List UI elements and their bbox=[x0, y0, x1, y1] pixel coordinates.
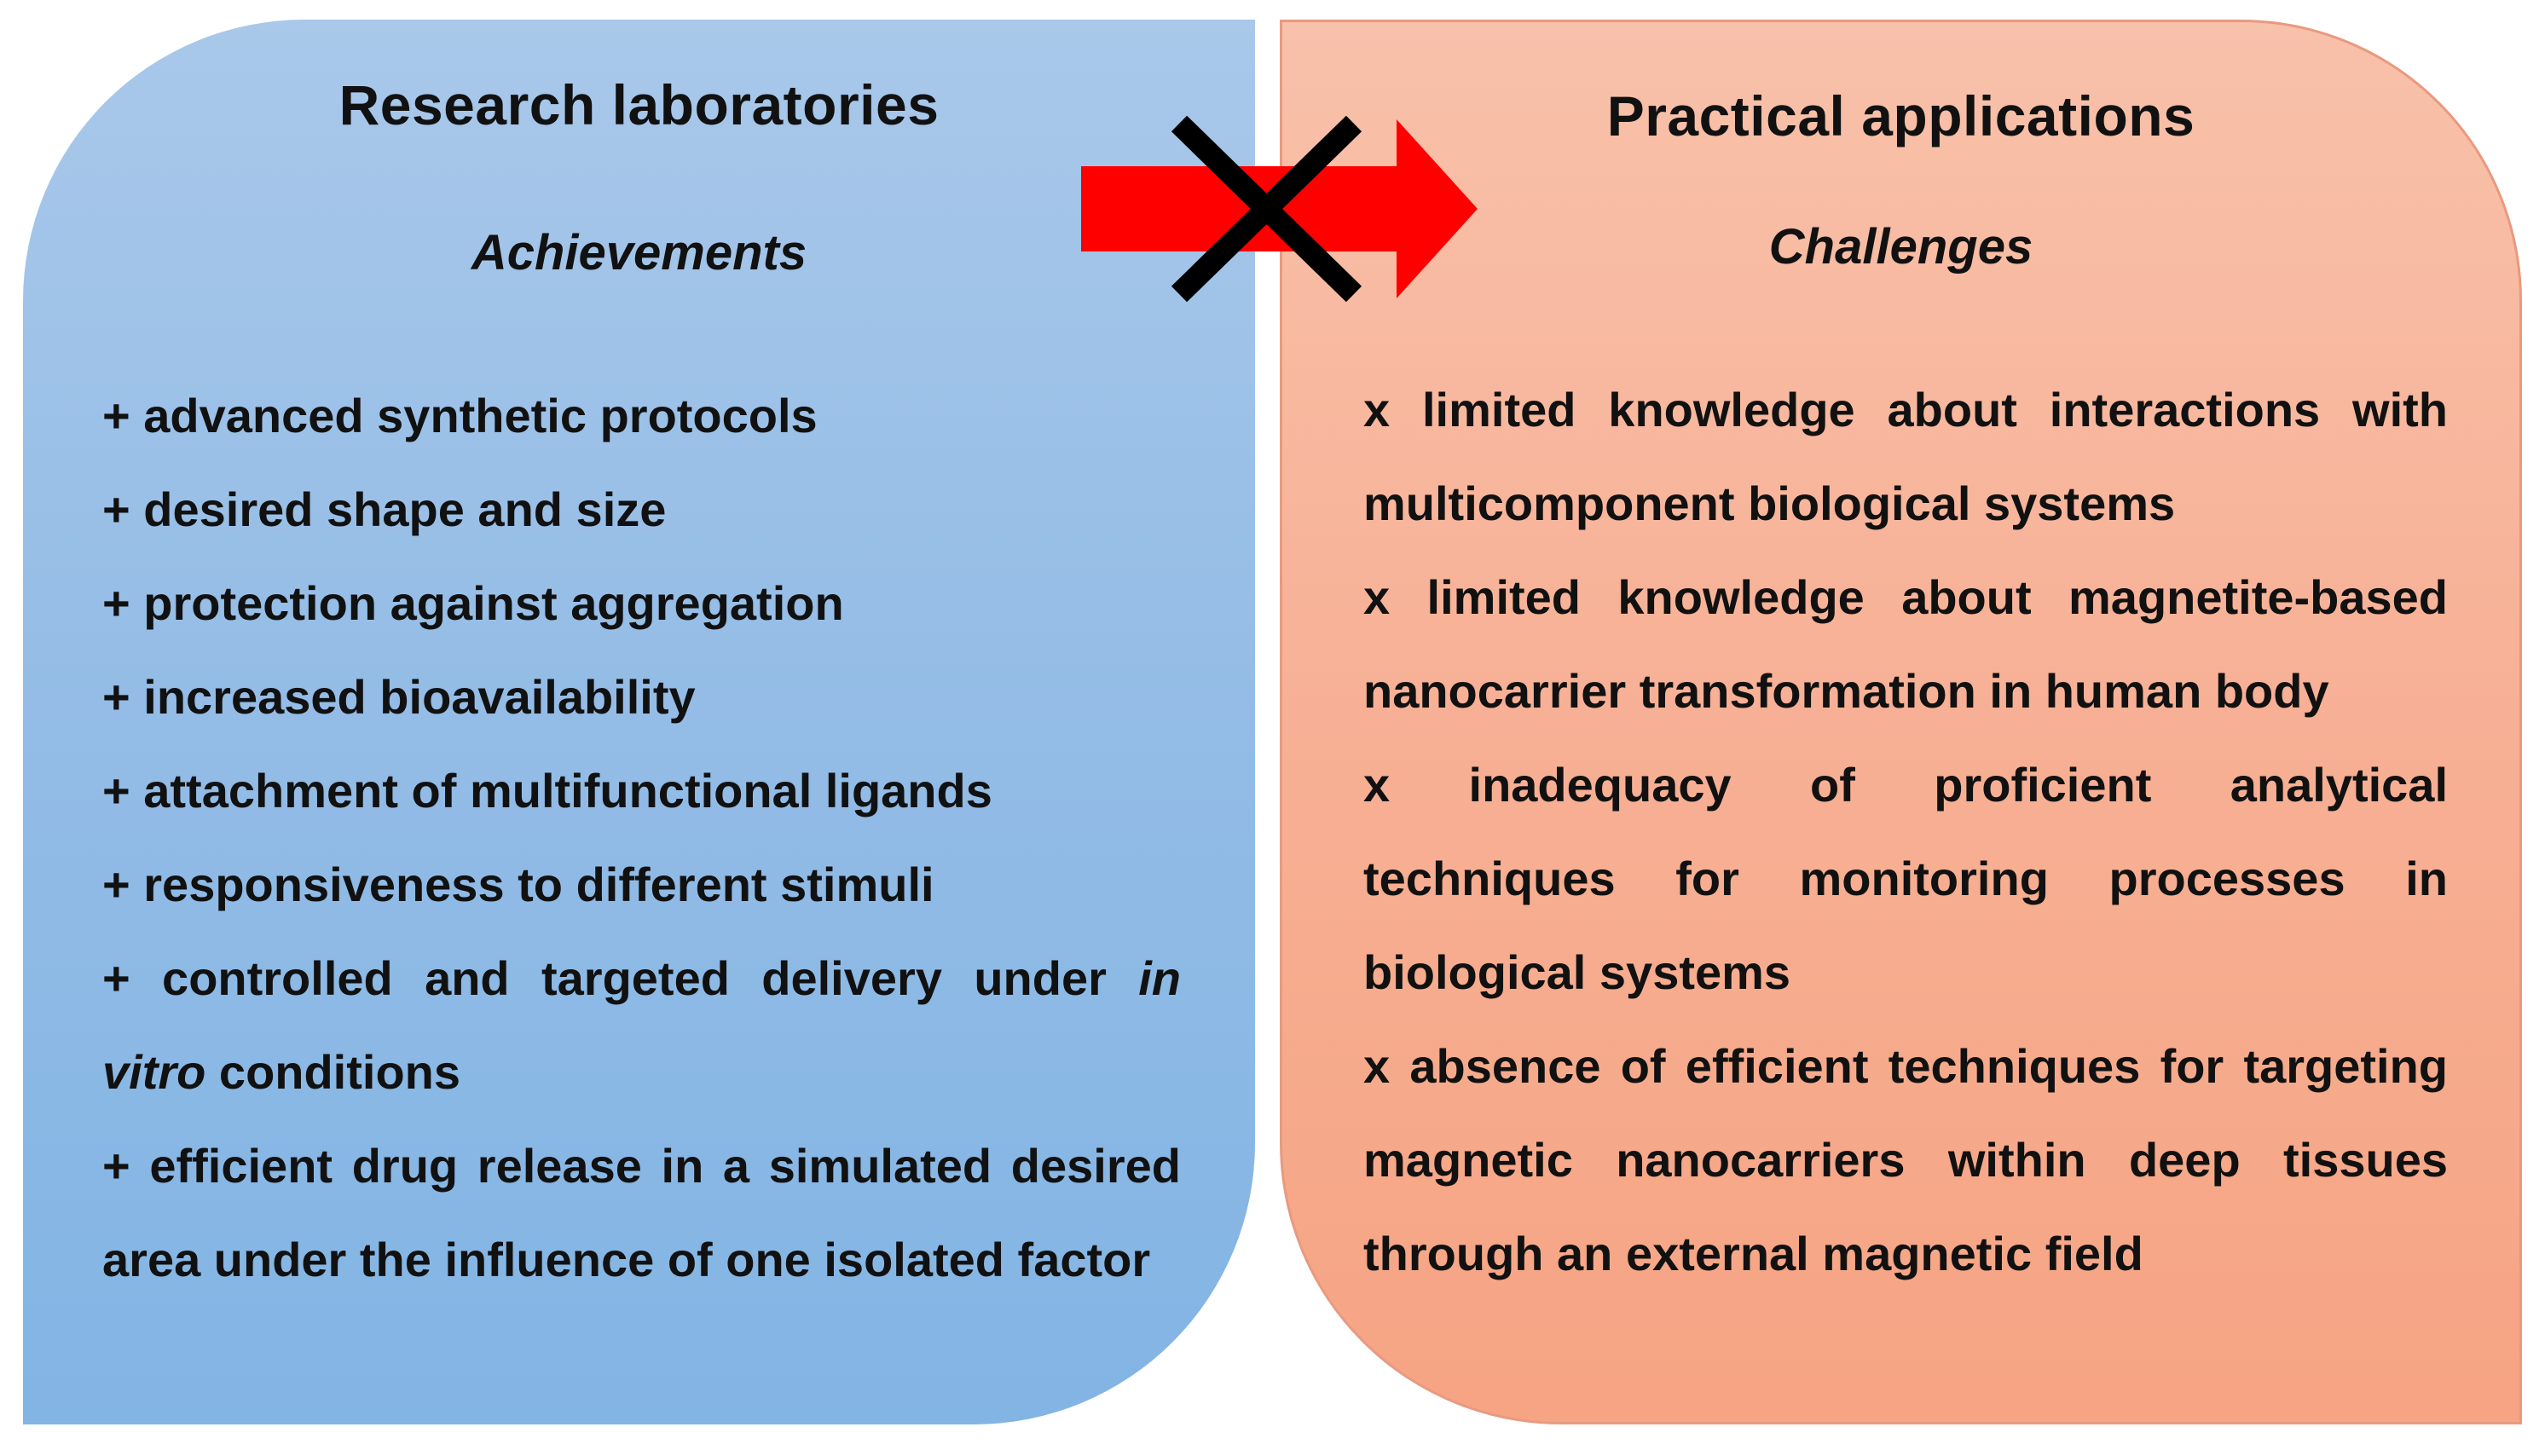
achievement-item-italic: vitro bbox=[102, 1045, 206, 1099]
challenge-item: x inadequacy of proficient analytical te… bbox=[1363, 758, 2448, 999]
challenges-list: x limited knowledge about interactions w… bbox=[1363, 363, 2448, 1301]
achievement-item: + attachment of multifunctional ligands bbox=[102, 764, 992, 818]
connector-graphic bbox=[1081, 115, 1478, 303]
achievement-item: + controlled and targeted delivery under… bbox=[102, 932, 1181, 1119]
research-laboratories-panel: Research laboratories Achievements + adv… bbox=[23, 20, 1255, 1424]
practical-applications-panel: Practical applications Challenges x limi… bbox=[1280, 20, 2522, 1424]
achievement-item: + protection against aggregation bbox=[102, 576, 844, 630]
achievement-item: + desired shape and size bbox=[102, 482, 667, 536]
challenge-item: x limited knowledge about magnetite-base… bbox=[1363, 570, 2448, 718]
achievement-item: + advanced synthetic protocols bbox=[102, 389, 818, 442]
practical-applications-title: Practical applications bbox=[1606, 84, 2195, 147]
achievement-item-italic: in bbox=[1138, 951, 1181, 1005]
achievement-item-text: conditions bbox=[205, 1045, 461, 1099]
challenge-item: x limited knowledge about interactions w… bbox=[1363, 383, 2448, 530]
challenge-item: x absence of efficient techniques for ta… bbox=[1363, 1039, 2448, 1280]
research-laboratories-title: Research laboratories bbox=[338, 73, 940, 136]
achievement-item: + efficient drug release in a simulated … bbox=[102, 1139, 1181, 1286]
achievement-item: + increased bioavailability bbox=[102, 670, 696, 724]
achievements-heading: Achievements bbox=[471, 225, 807, 280]
achievement-item-text: + controlled and targeted delivery under bbox=[102, 951, 1139, 1005]
challenges-heading: Challenges bbox=[1768, 219, 2033, 274]
blocked-transfer-connector bbox=[1081, 115, 1482, 311]
achievement-item: + responsiveness to different stimuli bbox=[102, 858, 934, 911]
cross-icon bbox=[1171, 115, 1362, 303]
achievements-list: + advanced synthetic protocols + desired… bbox=[102, 369, 1181, 1307]
